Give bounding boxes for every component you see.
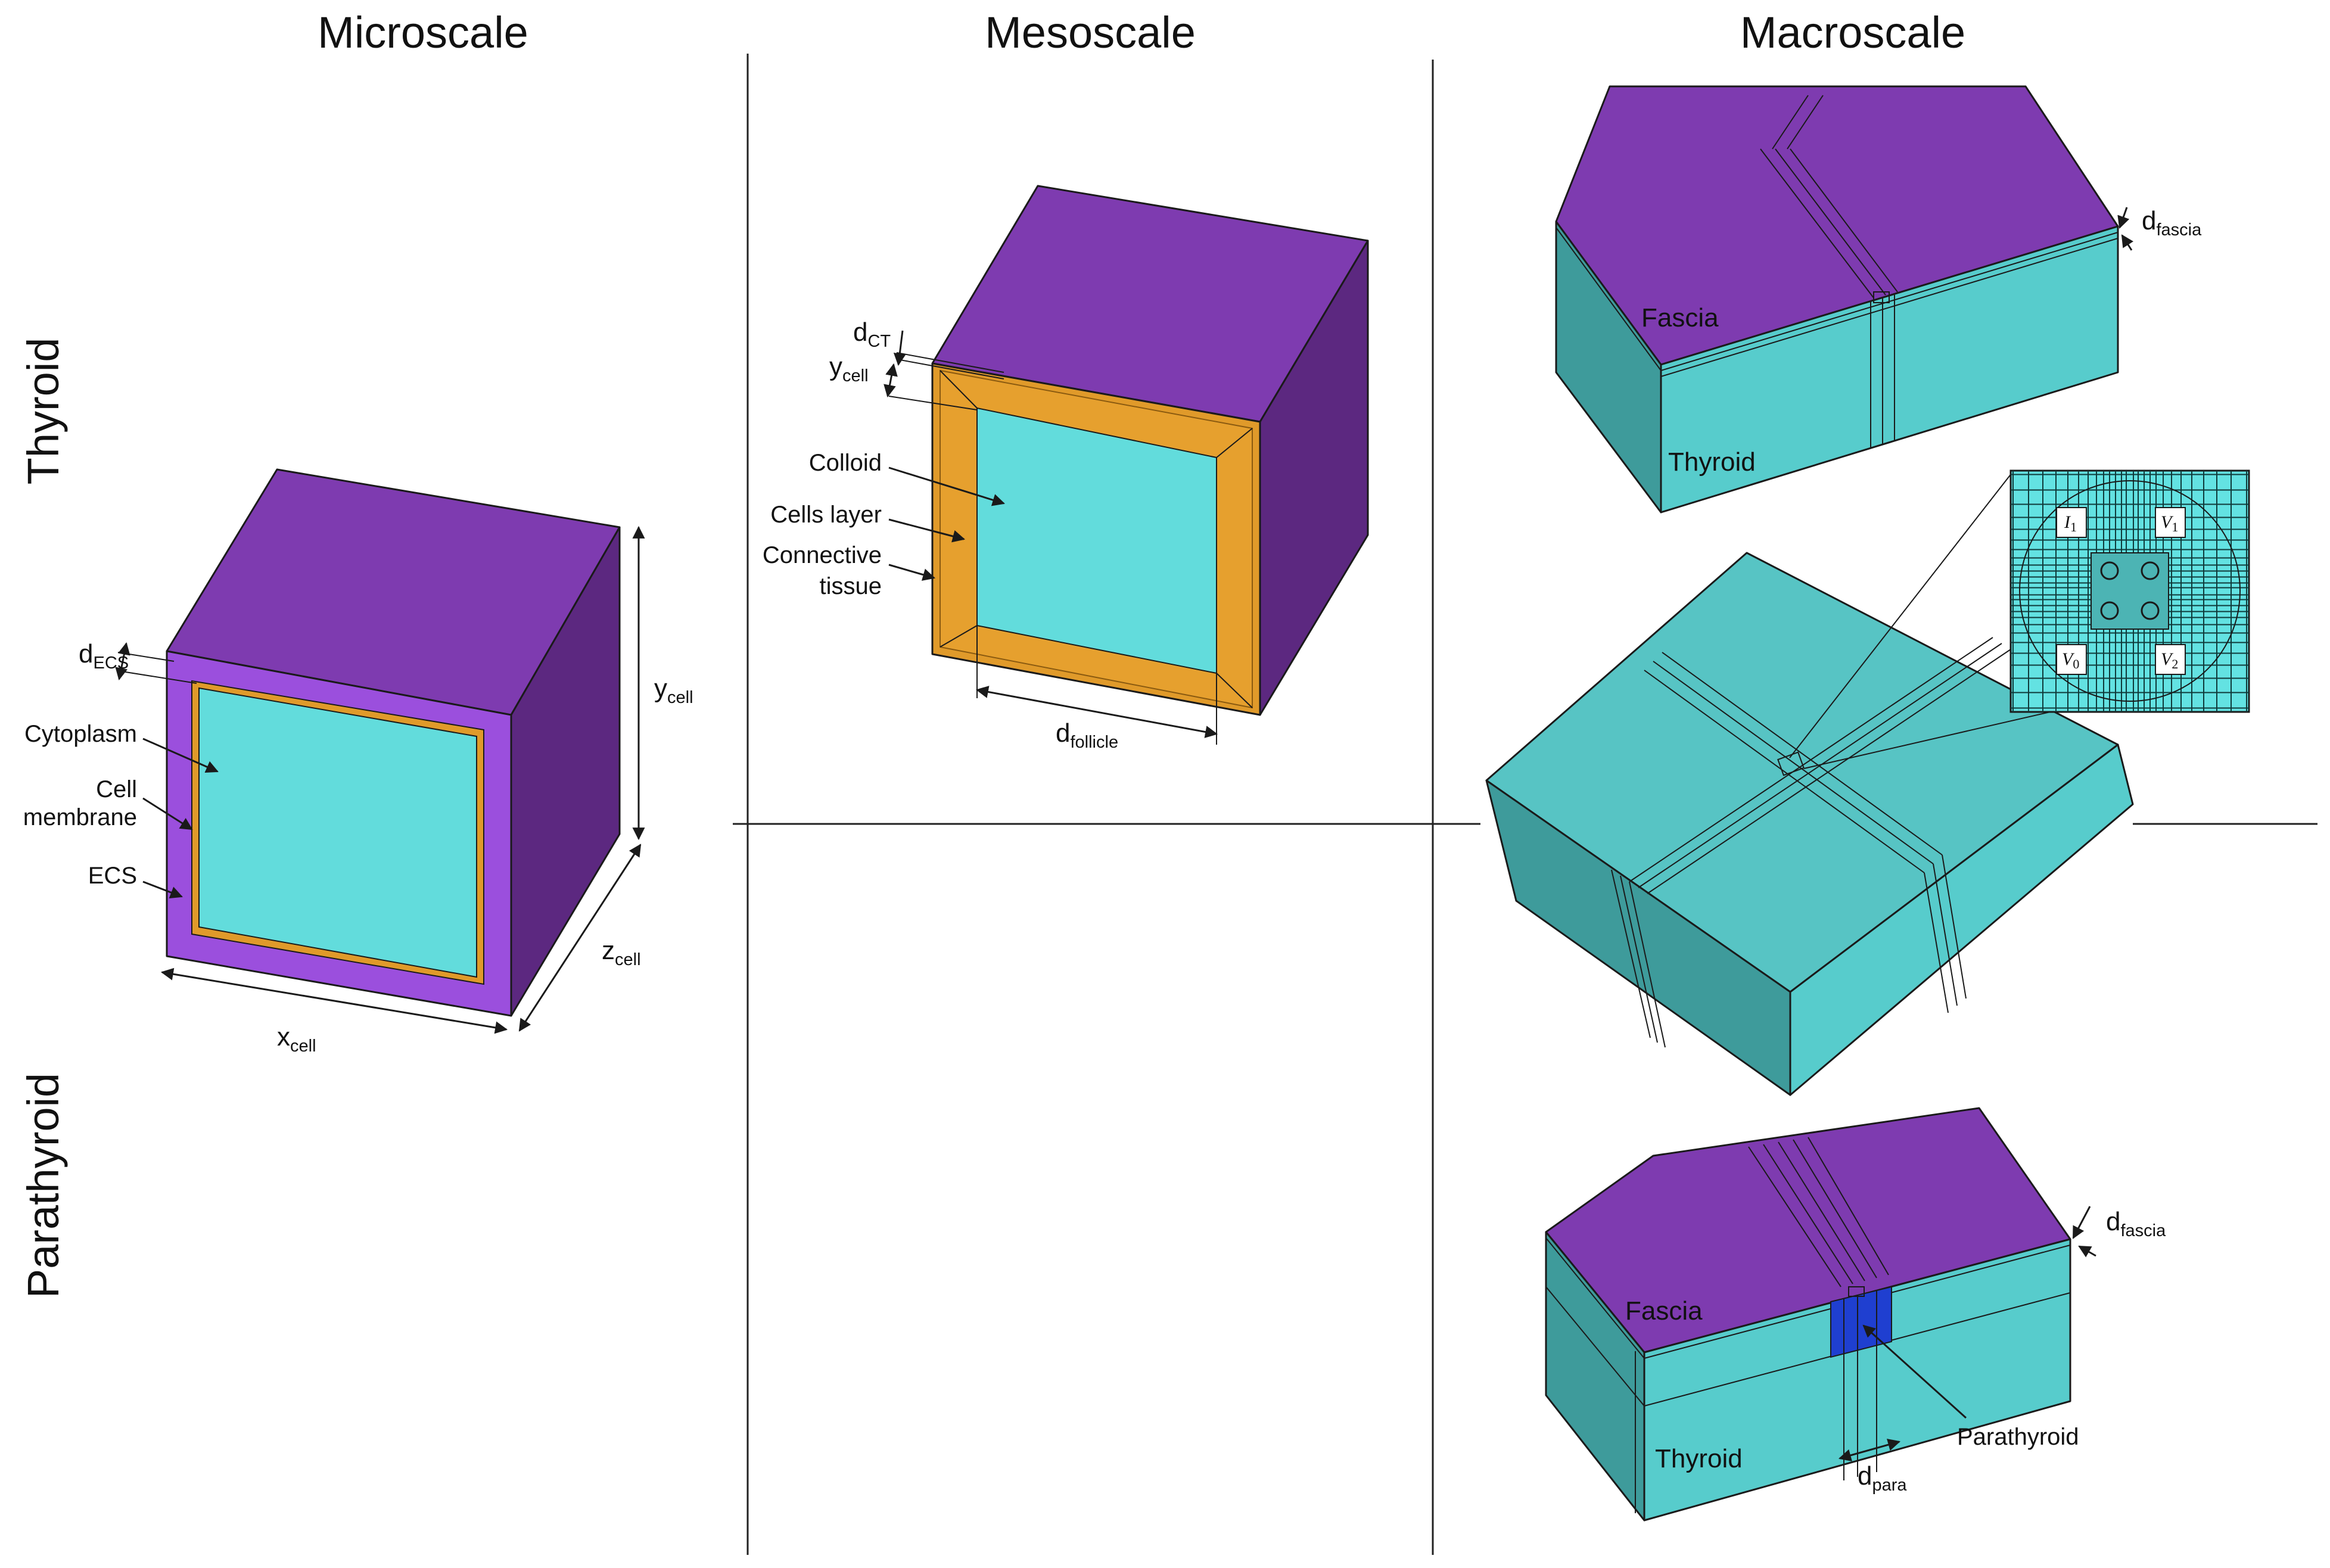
column-header-microscale: Microscale	[318, 8, 528, 57]
cell-membrane-label-2: membrane	[23, 804, 137, 830]
connective-tissue-label-2: tissue	[820, 573, 882, 599]
mesh-inset: I1 V1 V0 V2	[2009, 469, 2250, 713]
micro-cell-cube	[166, 468, 621, 1017]
column-header-macroscale: Macroscale	[1740, 8, 1965, 57]
colloid-label: Colloid	[809, 450, 882, 476]
fascia-label-para: Fascia	[1625, 1296, 1703, 1326]
electrode-v0: V0	[2056, 601, 2119, 675]
electrode-i1: I1	[2056, 507, 2119, 580]
cells-layer-label: Cells layer	[770, 502, 882, 528]
y-cell-label: ycell	[654, 674, 693, 707]
mesh-domain-circle	[2019, 480, 2241, 702]
electrode-v2: V2	[2141, 601, 2186, 675]
cytoplasm-label: Cytoplasm	[24, 721, 137, 747]
ecs-label: ECS	[88, 863, 137, 889]
d-ct-label: dCT	[853, 318, 891, 351]
mesh-slab-right	[1789, 743, 2134, 1096]
meso-follicle-cube	[931, 185, 1369, 716]
fascia-label-thyroid: Fascia	[1641, 303, 1719, 332]
y-cell-meso-label: ycell	[829, 352, 869, 385]
macro-thyroid-annotations: dfascia Fascia Thyroid	[1641, 206, 2202, 477]
meso-annotations: dCT ycell Colloid Cells layer Connective…	[763, 318, 1218, 752]
cell-membrane-label-1: Cell	[96, 776, 137, 802]
d-ecs-label: dECS	[79, 639, 129, 673]
row-label-thyroid: Thyroid	[18, 338, 68, 485]
svg-text:V2: V2	[2161, 649, 2178, 671]
macro-thyroid-slab	[1555, 85, 2119, 514]
macro-thyroid-front	[1660, 225, 2119, 514]
column-header-mesoscale: Mesoscale	[985, 8, 1196, 57]
row-label-parathyroid: Parathyroid	[18, 1073, 68, 1298]
micro-cytoplasm	[198, 687, 477, 978]
mesh-grid	[2011, 471, 2249, 712]
x-cell-label: xcell	[277, 1022, 316, 1056]
d-follicle-label: dfollicle	[1056, 718, 1118, 752]
micro-annotations: dECS ycell zcell xcell Cytoplasm Cell me…	[23, 525, 693, 1056]
z-cell-label: zcell	[602, 936, 641, 969]
thyroid-label-macro: Thyroid	[1668, 447, 1756, 477]
d-fascia-thyroid-label: dfascia	[2142, 206, 2202, 239]
d-fascia-para-label: dfascia	[2106, 1207, 2166, 1240]
svg-text:I1: I1	[2064, 512, 2077, 534]
svg-text:V1: V1	[2161, 512, 2178, 534]
electrode-v1: V1	[2141, 507, 2186, 580]
parathyroid-label-macro: Parathyroid	[1957, 1424, 2079, 1450]
connective-tissue-label-1: Connective	[763, 542, 882, 568]
macro-mesh-slab	[1485, 470, 2136, 1096]
svg-text:V0: V0	[2062, 649, 2079, 671]
thyroid-label-para: Thyroid	[1655, 1444, 1743, 1473]
macro-parathyroid-slab	[1545, 1107, 2071, 1522]
d-para-label: dpara	[1858, 1461, 1907, 1495]
macro-parathyroid-annotations: dfascia Fascia Parathyroid Thyroid dpara	[1625, 1206, 2166, 1495]
